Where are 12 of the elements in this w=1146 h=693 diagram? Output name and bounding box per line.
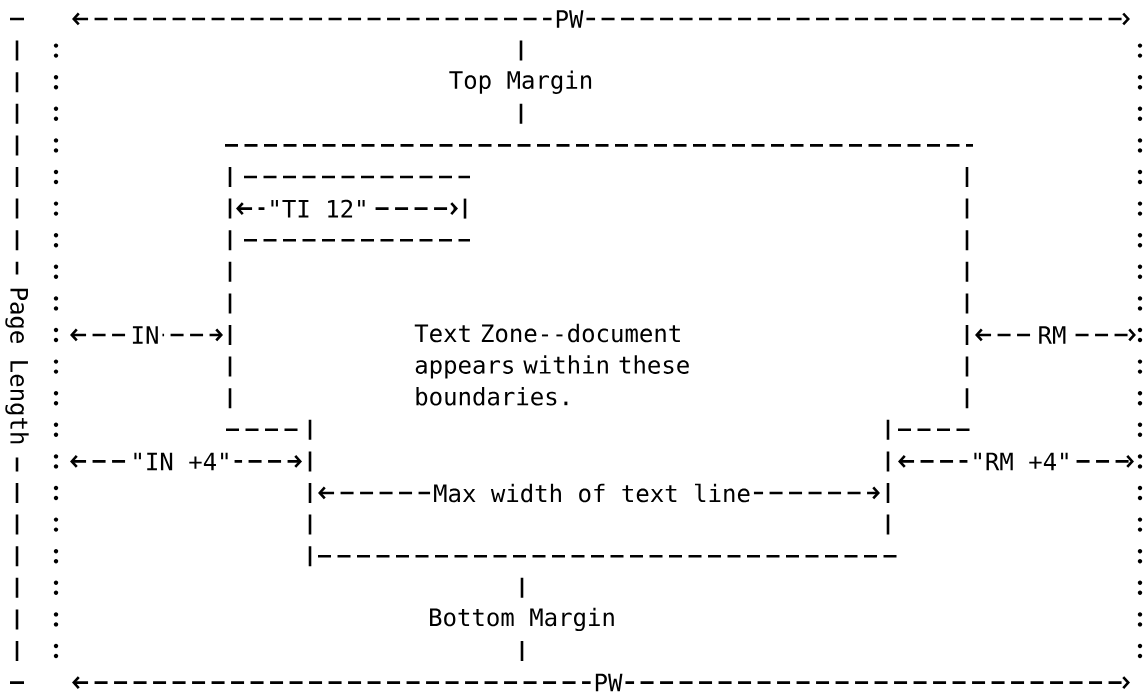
margin-label: Top Margin xyxy=(445,67,597,97)
note-text: Text Zone--document appears within these boundaries. xyxy=(414,323,689,406)
dimension-label: Page Length xyxy=(2,274,32,458)
dimension-label: "RM +4" xyxy=(967,449,1075,474)
margin-label: Bottom Margin xyxy=(425,604,619,635)
dimension-label: IN xyxy=(127,323,163,347)
dimension-label: Max width of text line xyxy=(430,480,754,506)
dimension-label: PW xyxy=(590,670,626,693)
dimension-label: RM xyxy=(1034,323,1070,347)
dimension-label: "TI 12" xyxy=(264,196,372,221)
dimension-label: "IN +4" xyxy=(127,449,235,474)
dimension-label: PW xyxy=(551,7,587,31)
